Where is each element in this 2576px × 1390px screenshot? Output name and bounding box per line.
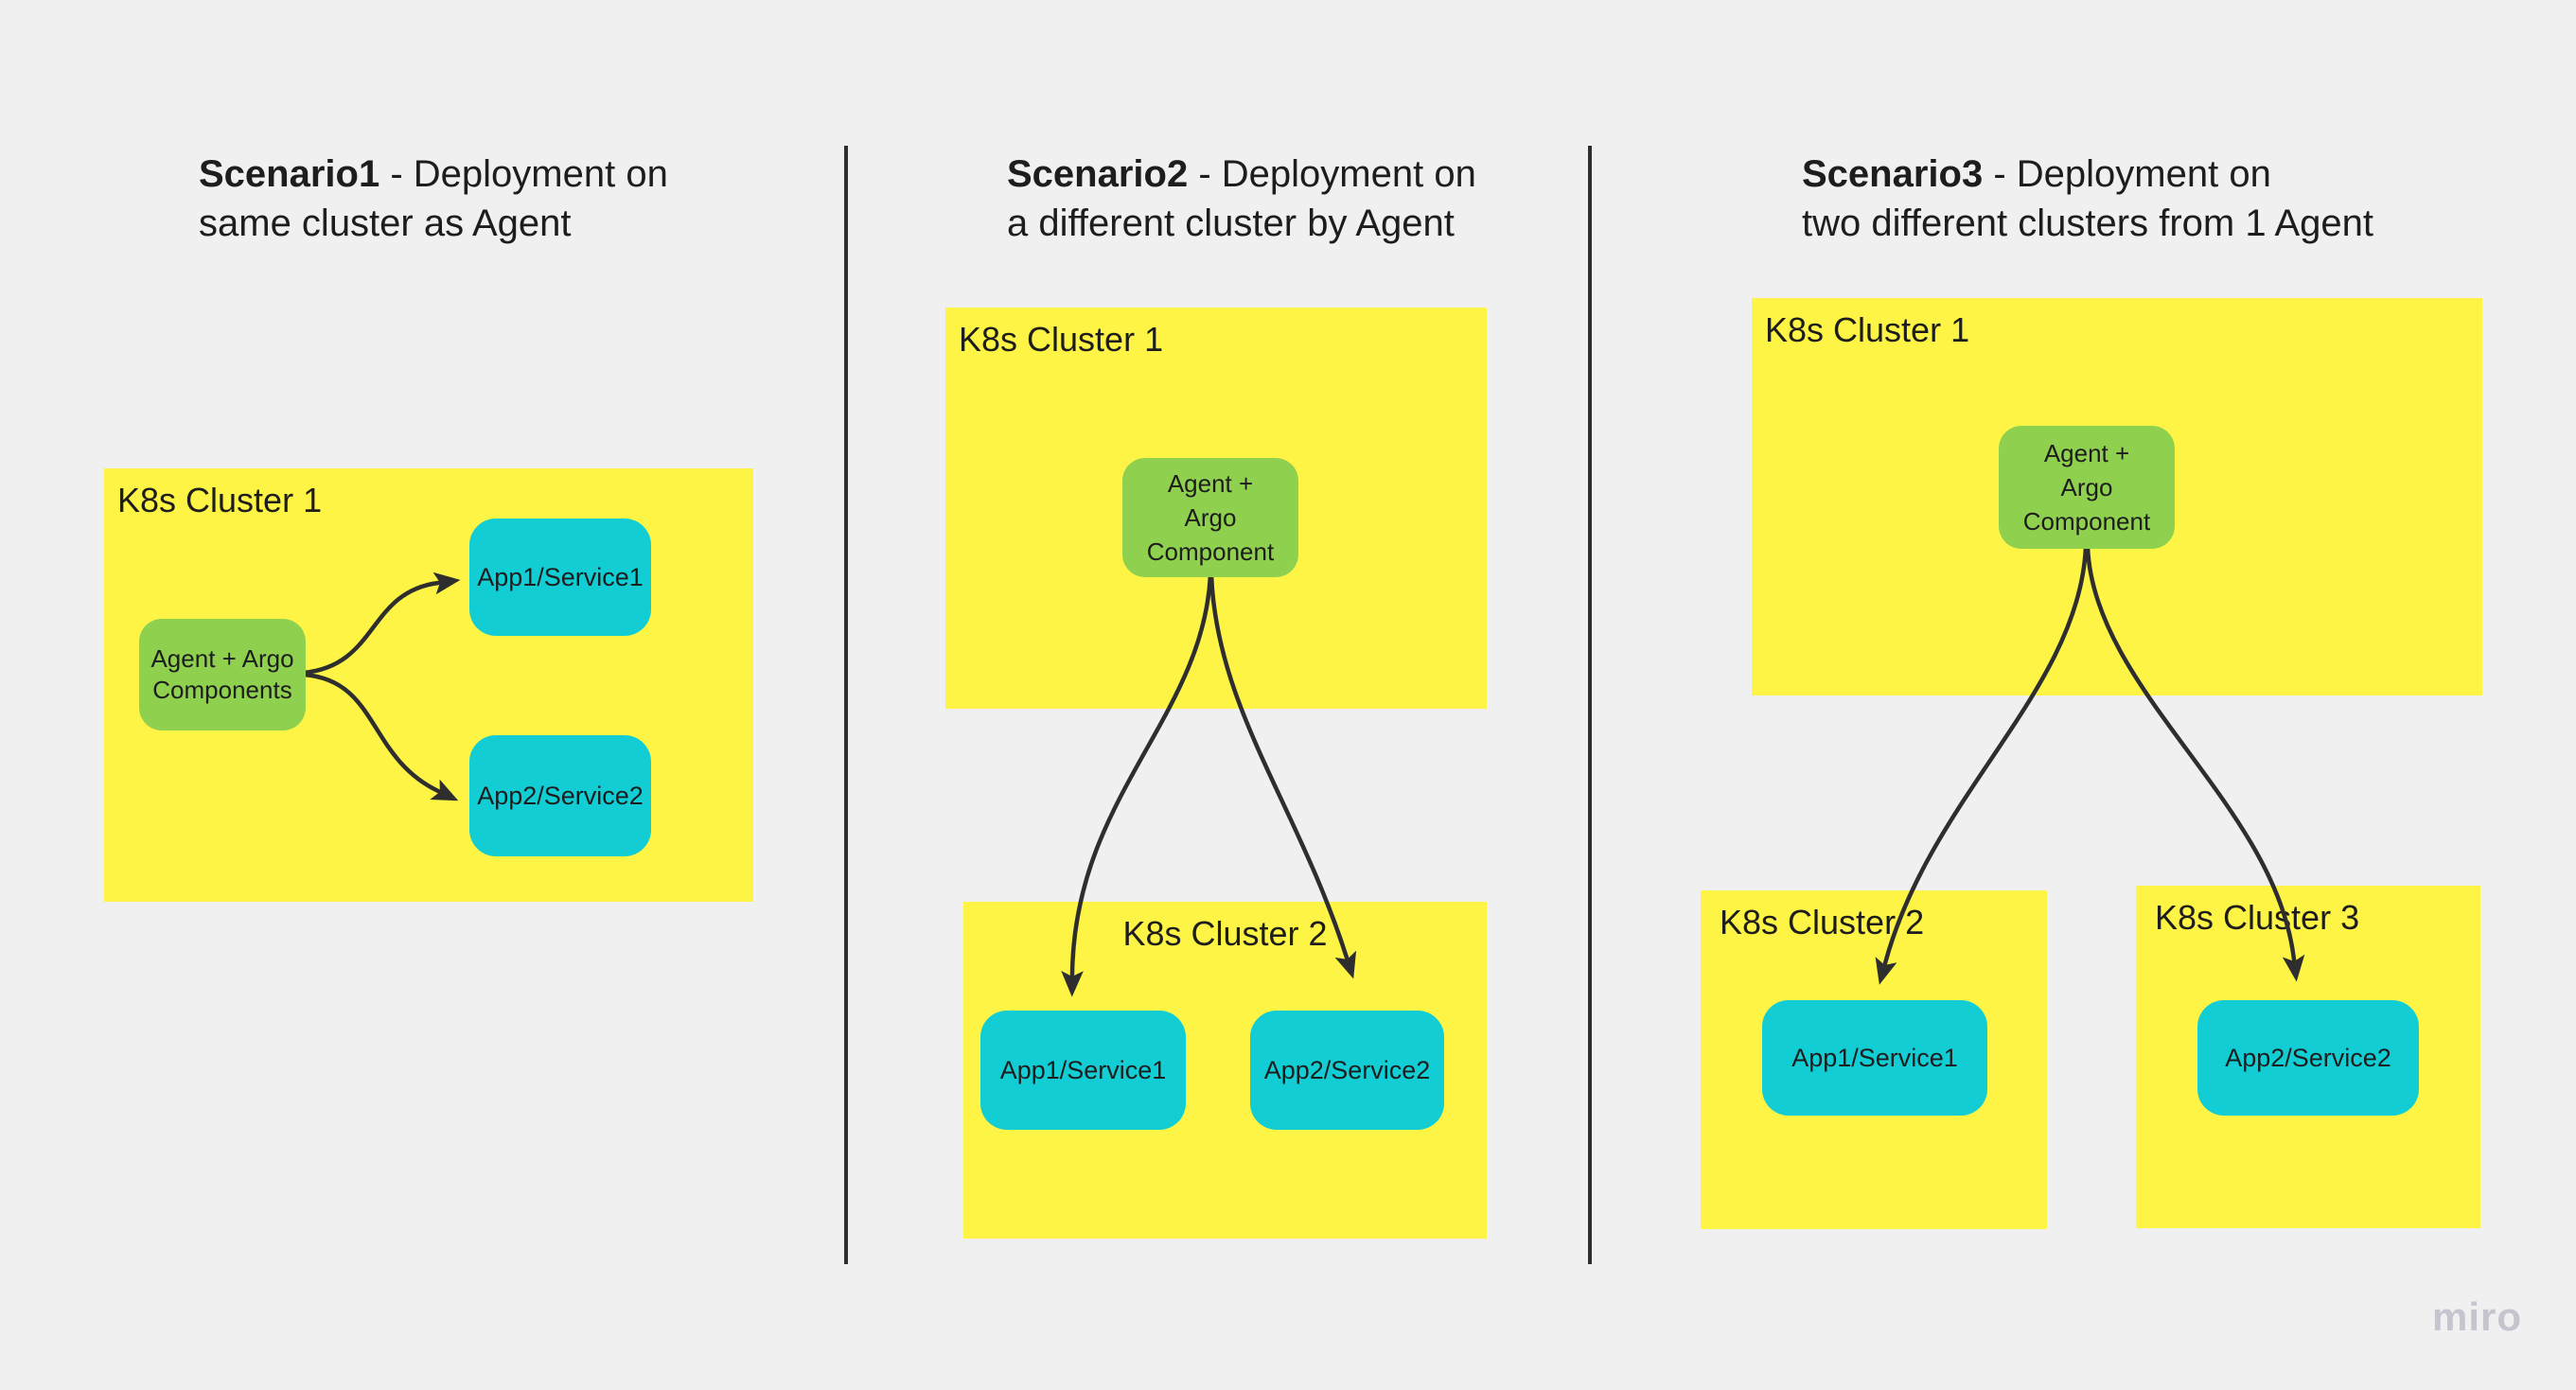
scenario1-connector-to-app1[interactable] [301, 572, 461, 676]
scenario3-title-line2: two different clusters from 1 Agent [1802, 202, 2374, 244]
scenario3-cluster1-label: K8s Cluster 1 [1765, 310, 1970, 349]
scenario3-app2-node[interactable]: App2/Service2 [2197, 1000, 2419, 1116]
scenario3-connector-to-app1[interactable] [1875, 544, 2089, 985]
scenario3-app1-node[interactable]: App1/Service1 [1762, 1000, 1987, 1116]
scenario2-cluster1-label: K8s Cluster 1 [959, 320, 1164, 359]
scenario2-title-line2: a different cluster by Agent [1007, 202, 1455, 244]
scenario3-cluster3-label: K8s Cluster 3 [2155, 898, 2360, 937]
scenario3-title-line1: Scenario3 - Deployment on [1802, 153, 2271, 195]
scenario2-agent-node[interactable]: Agent + Argo Component [1122, 458, 1298, 577]
scenario1-app2-label: App2/Service2 [477, 781, 644, 810]
scenario2-agent-label: Agent + Argo Component [1146, 469, 1275, 566]
scenario3-title: Scenario3 - Deployment on two different … [1802, 150, 2373, 248]
scenario2-title: Scenario2 - Deployment on a different cl… [1007, 150, 1476, 248]
scenario3-app2-label: App2/Service2 [2225, 1043, 2391, 1072]
scenario1-agent-node[interactable]: Agent + Argo Components [139, 619, 306, 730]
scenario1-connector-to-app2[interactable] [301, 672, 459, 801]
scenario2-app2-label: App2/Service2 [1263, 1055, 1431, 1084]
scenario3-agent-label: Agent + Argo Component [2022, 439, 2151, 536]
scenario1-title-line2: same cluster as Agent [199, 202, 572, 244]
scenario2-app1-label: App1/Service1 [999, 1055, 1167, 1084]
scenario1-title: Scenario1 - Deployment on same cluster a… [199, 150, 668, 248]
scenario1-app1-node[interactable]: App1/Service1 [469, 519, 651, 636]
miro-watermark: miro [2432, 1294, 2523, 1339]
scenario3-app1-label: App1/Service1 [1791, 1043, 1958, 1072]
scenario2-cluster2-label: K8s Cluster 2 [1122, 914, 1328, 953]
scenario3-agent-node[interactable]: Agent + Argo Component [1999, 426, 2175, 549]
scenario1-title-line1: Scenario1 - Deployment on [199, 153, 668, 195]
divider-line-2[interactable] [1588, 146, 1592, 1264]
scenario3-cluster2-label: K8s Cluster 2 [1720, 903, 1925, 941]
scenario2-title-line1: Scenario2 - Deployment on [1007, 153, 1476, 195]
scenario2-cluster1-box[interactable]: K8s Cluster 1 [945, 308, 1487, 709]
scenario3-connector-to-app2[interactable] [2085, 544, 2305, 982]
scenario2-connector-to-app1[interactable] [1061, 572, 1213, 997]
scenario1-app1-label: App1/Service1 [477, 562, 644, 591]
scenario1-agent-label: Agent + Argo Components [150, 644, 294, 704]
scenario1-app2-node[interactable]: App2/Service2 [469, 735, 651, 856]
scenario2-app2-node[interactable]: App2/Service2 [1250, 1011, 1444, 1130]
scenario2-app1-node[interactable]: App1/Service1 [980, 1011, 1186, 1130]
divider-line-1[interactable] [844, 146, 848, 1264]
scenario3-cluster2-box[interactable]: K8s Cluster 2 [1701, 890, 2047, 1229]
scenario1-cluster1-label: K8s Cluster 1 [117, 481, 323, 519]
scenario2-connector-to-app2[interactable] [1209, 572, 1357, 979]
